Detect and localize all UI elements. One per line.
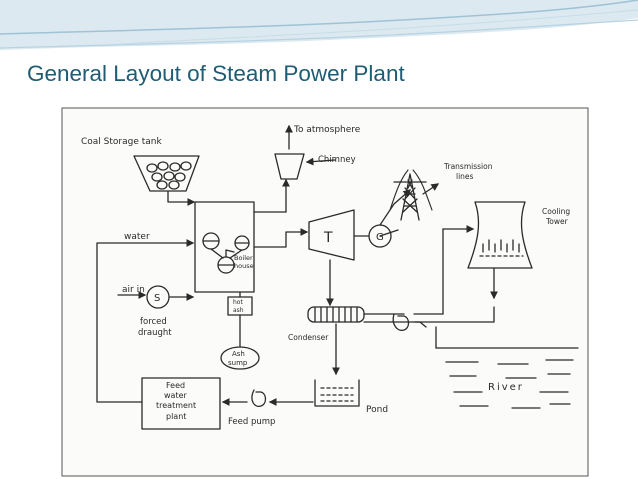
label-cooling-2: Tower <box>545 217 569 226</box>
label-chimney: Chimney <box>318 155 356 165</box>
label-condenser: Condenser <box>288 333 329 342</box>
label-transmission-1: Transmission <box>443 162 493 171</box>
label-forced-2: draught <box>138 328 172 338</box>
forced-draught-fan <box>117 285 195 309</box>
generator <box>368 189 411 248</box>
feed-water-treatment-plant <box>96 239 221 430</box>
feed-pump <box>221 389 314 407</box>
label-hot-ash-2: ash <box>233 307 244 314</box>
label-boiler-1: Boiler <box>234 254 253 262</box>
boiler-house <box>194 201 255 293</box>
slide-title: General Layout of Steam Power Plant <box>27 61 405 86</box>
steam-power-plant-diagram: Coal Storage tank To atmosphere Chimney … <box>61 107 589 477</box>
header-swoosh-banner <box>0 0 638 50</box>
label-river: River <box>488 382 524 393</box>
label-ash-sump-1: Ash <box>232 350 245 358</box>
coal-flow-line <box>167 191 196 206</box>
label-feed-water-1: Feed <box>166 381 185 390</box>
hot-ash-box <box>227 291 253 347</box>
label-feed-water-2: water <box>164 391 188 400</box>
label-air-in: air in <box>122 285 145 295</box>
label-pond: Pond <box>366 405 388 415</box>
label-fan: S <box>154 293 160 304</box>
label-water: water <box>124 232 150 242</box>
steam-turbine <box>253 209 370 261</box>
label-forced-1: forced <box>140 317 167 327</box>
label-hot-ash-1: hot <box>233 299 243 306</box>
label-feed-water-3: treatment <box>156 401 196 410</box>
label-coal-storage: Coal Storage tank <box>81 137 162 147</box>
pond <box>314 379 360 407</box>
label-boiler-2: house <box>234 262 254 270</box>
label-generator: G <box>376 232 384 243</box>
chimney <box>253 124 336 213</box>
label-feed-water-4: plant <box>166 412 186 421</box>
cooling-tower <box>379 201 533 315</box>
label-transmission-2: lines <box>456 172 474 181</box>
paper-border <box>61 107 589 477</box>
label-feed-pump: Feed pump <box>228 417 275 427</box>
coal-storage-tank <box>133 155 200 192</box>
river <box>435 347 579 409</box>
label-cooling-1: Cooling <box>542 207 570 216</box>
label-turbine: T <box>323 230 333 246</box>
label-to-atmosphere: To atmosphere <box>293 125 361 135</box>
circulating-pump <box>392 306 495 349</box>
label-ash-sump-2: sump <box>228 359 248 367</box>
ash-sump <box>220 346 260 370</box>
transmission-tower <box>389 169 440 221</box>
